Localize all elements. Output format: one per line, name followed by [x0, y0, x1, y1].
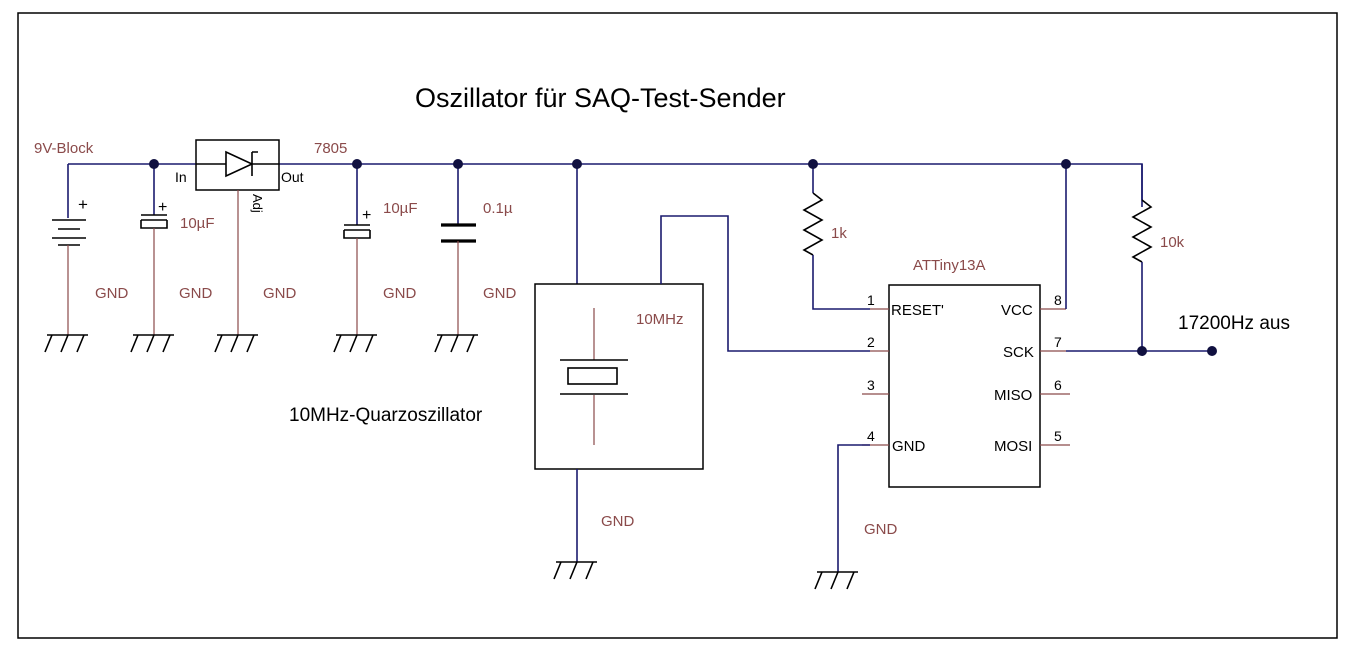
- regulator-name: 7805: [314, 140, 347, 157]
- drawing-frame: [17, 12, 1338, 639]
- pin-name-gnd: GND: [892, 438, 926, 455]
- output-cap-plus: +: [362, 207, 371, 224]
- reset-pullup-value: 1k: [831, 225, 847, 242]
- pin-number-7: 7: [1054, 334, 1062, 350]
- pin-name-miso: MISO: [994, 387, 1032, 404]
- input-cap-plus: +: [158, 199, 167, 216]
- junction-dot: [572, 159, 582, 169]
- regulator-pin-adj: Adj: [250, 194, 265, 213]
- voltage-regulator: In Out Adj: [175, 139, 304, 335]
- pin-name-reset: RESET': [891, 302, 944, 319]
- gnd-label-decoupling: GND: [483, 285, 517, 302]
- gnd-label-mcu: GND: [864, 521, 898, 538]
- pin-name-sck: SCK: [1003, 344, 1034, 361]
- ground-symbol-battery: [44, 334, 88, 353]
- ground-symbol-input-cap: [130, 334, 174, 353]
- junction-dot: [1061, 159, 1071, 169]
- input-capacitor: +: [140, 164, 168, 335]
- pin-number-6: 6: [1054, 377, 1062, 393]
- junction-dot: [453, 159, 463, 169]
- junction-dot: [149, 159, 159, 169]
- gnd-label-oscillator: GND: [601, 513, 635, 530]
- junction-dot: [808, 159, 818, 169]
- mcu-name: ATTiny13A: [913, 257, 986, 274]
- junction-dot: [1137, 346, 1147, 356]
- gnd-label-battery: GND: [95, 285, 129, 302]
- attiny13a-chip: [814, 164, 1212, 590]
- pin-number-4: 4: [867, 428, 875, 444]
- regulator-pin-out: Out: [281, 169, 304, 185]
- decoupling-cap-value: 0.1µ: [483, 200, 513, 217]
- pin-number-1: 1: [867, 292, 875, 308]
- pin-number-3: 3: [867, 377, 875, 393]
- output-pullup-resistor: [1131, 164, 1153, 351]
- battery-label: 9V-Block: [34, 140, 94, 157]
- output-terminal: [1207, 346, 1217, 356]
- oscillator-frequency: 10MHz: [636, 311, 684, 328]
- oscillator-caption: 10MHz-Quarzoszillator: [289, 405, 483, 426]
- decoupling-capacitor: [441, 164, 476, 335]
- output-label: 17200Hz aus: [1178, 313, 1290, 334]
- output-cap-value: 10µF: [383, 200, 418, 217]
- output-pullup-value: 10k: [1160, 234, 1185, 251]
- pin-number-5: 5: [1054, 428, 1062, 444]
- ground-symbol-decoupling: [434, 334, 478, 353]
- gnd-label-regulator: GND: [263, 285, 297, 302]
- pin-number-2: 2: [867, 334, 875, 350]
- input-cap-value: 10µF: [180, 215, 215, 232]
- gnd-label-input-cap: GND: [179, 285, 213, 302]
- schematic-title: Oszillator für SAQ-Test-Sender: [415, 83, 786, 113]
- junction-dot: [352, 159, 362, 169]
- regulator-pin-in: In: [175, 169, 187, 185]
- ground-symbol-regulator: [214, 334, 258, 353]
- pin-number-8: 8: [1054, 292, 1062, 308]
- pin-name-mosi: MOSI: [994, 438, 1032, 455]
- ground-symbol-output-cap: [333, 334, 377, 353]
- battery: +: [52, 164, 88, 335]
- battery-plus: +: [78, 195, 88, 214]
- pin-name-vcc: VCC: [1001, 302, 1033, 319]
- crystal-oscillator: [534, 164, 870, 580]
- gnd-label-output-cap: GND: [383, 285, 417, 302]
- output-capacitor: +: [343, 164, 371, 335]
